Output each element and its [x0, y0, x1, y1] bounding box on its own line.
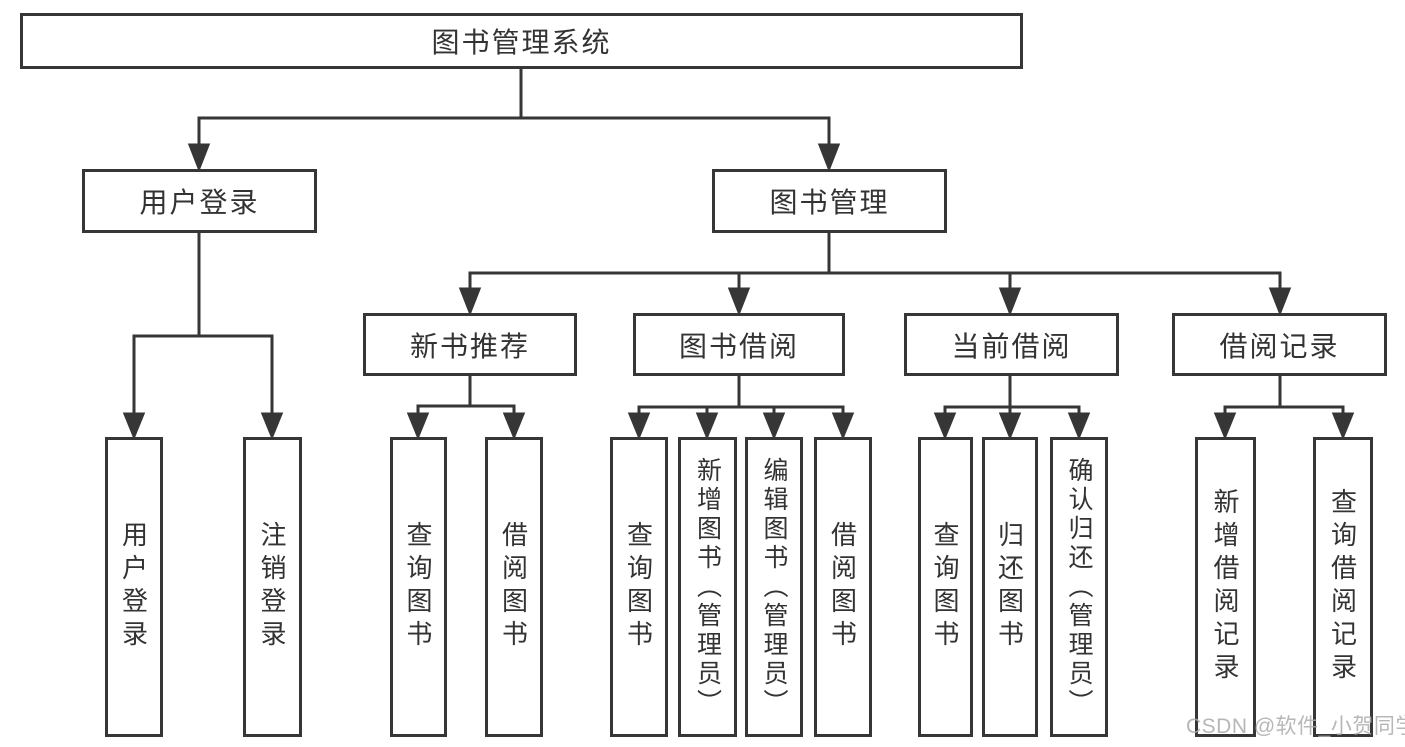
connector-borrowing-records-children [1213, 374, 1355, 440]
node-label: 新书推荐 [409, 330, 530, 362]
leaf-label: 编辑图书（管理员） [760, 456, 788, 718]
node-current-borrowing: 当前借阅 [904, 313, 1119, 376]
leaf-label: 查询图书 [623, 521, 654, 653]
arrowhead [762, 412, 786, 440]
arrowhead [627, 412, 651, 440]
node-label: 图书借阅 [678, 330, 799, 362]
arrowhead [187, 143, 211, 173]
arrowhead [998, 412, 1022, 440]
arrowhead [1067, 412, 1091, 440]
leaf-label: 用户登录 [118, 521, 149, 653]
node-book-borrowing: 图书借阅 [633, 313, 845, 376]
leaf-borrow-books-recommend: 借阅图书 [485, 437, 543, 737]
leaf-label: 新增借阅记录 [1210, 488, 1240, 686]
arrowhead [1331, 412, 1355, 440]
arrowhead [817, 143, 841, 173]
leaf-query-books-current: 查询图书 [918, 437, 973, 737]
node-library-management-system: 图书管理系统 [20, 13, 1023, 69]
leaf-user-login: 用户登录 [105, 437, 163, 737]
connector-current-borrowing-children [933, 374, 1091, 440]
arrowhead [502, 412, 526, 440]
leaf-label: 查询借阅记录 [1327, 488, 1358, 686]
node-label: 图书管理 [769, 187, 890, 218]
leaf-label: 查询图书 [403, 521, 433, 653]
leaf-borrow-books-borrowing: 借阅图书 [814, 437, 872, 737]
node-label: 用户登录 [139, 187, 260, 218]
connector-book-borrowing-children [627, 374, 855, 440]
arrowhead [933, 412, 957, 440]
leaf-query-books-borrowing: 查询图书 [610, 437, 668, 737]
csdn-watermark: CSDN @软件_小贺同学 [1186, 715, 1405, 738]
arrowhead [1213, 412, 1237, 440]
arrowhead [1268, 287, 1292, 317]
leaf-add-borrow-record: 新增借阅记录 [1195, 437, 1256, 737]
node-new-book-recommendation: 新书推荐 [363, 313, 577, 376]
leaf-label: 归还图书 [994, 521, 1025, 653]
arrowhead [998, 287, 1022, 317]
node-borrowing-records: 借阅记录 [1172, 313, 1387, 376]
node-user-login: 用户登录 [82, 169, 317, 233]
arrowhead [122, 412, 146, 440]
arrowhead [831, 412, 855, 440]
node-label: 借阅记录 [1219, 330, 1340, 362]
connector-new-book-recommendation-children [406, 374, 526, 440]
leaf-label: 确认归还（管理员） [1065, 456, 1093, 718]
arrowhead [695, 412, 719, 440]
leaf-return-books: 归还图书 [982, 437, 1038, 737]
leaf-label: 借阅图书 [498, 521, 529, 653]
node-label: 当前借阅 [951, 330, 1072, 362]
leaf-label: 借阅图书 [827, 521, 858, 653]
connector-book-management-children [458, 231, 1292, 317]
node-label: 图书管理系统 [431, 27, 612, 58]
leaf-add-books-admin: 新增图书（管理员） [678, 437, 737, 737]
connector-root-to-level2 [187, 66, 841, 173]
arrowhead [260, 412, 284, 440]
leaf-query-borrow-record: 查询借阅记录 [1313, 437, 1373, 737]
arrowhead [727, 287, 751, 317]
leaf-query-books-recommend: 查询图书 [390, 437, 447, 737]
arrowhead [406, 412, 430, 440]
leaf-label: 查询图书 [930, 521, 960, 653]
node-book-management: 图书管理 [712, 169, 947, 233]
connector-user-login-children [122, 231, 284, 440]
leaf-logout: 注销登录 [243, 437, 302, 737]
leaf-confirm-return-admin: 确认归还（管理员） [1050, 437, 1108, 737]
arrowhead [458, 287, 482, 317]
leaf-edit-books-admin: 编辑图书（管理员） [745, 437, 803, 737]
leaf-label: 注销登录 [257, 521, 287, 653]
leaf-label: 新增图书（管理员） [693, 456, 722, 718]
